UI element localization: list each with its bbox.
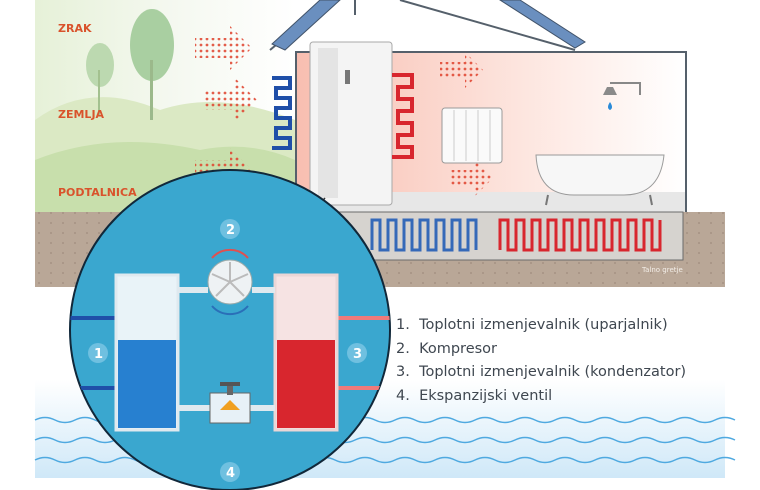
radiator-icon [441, 107, 503, 164]
legend-text: Kompresor [419, 340, 497, 357]
legend-text: Ekspanzijski ventil [419, 387, 553, 404]
arrow-room-icon [440, 52, 483, 88]
heat-pump-unit [272, 41, 414, 206]
arrow-ground-icon [205, 78, 257, 122]
cycle-number-badges: 2 1 3 4 [88, 219, 367, 482]
legend-item: 3. Toplotni izmenjevalnik (kondenzator) [396, 361, 686, 385]
floor-heating-pipe-cold [370, 218, 478, 252]
hot-coil [392, 73, 414, 159]
solar-panel-right [499, 0, 586, 49]
cold-coil [272, 76, 292, 150]
cycle-number-3: 3 [353, 347, 362, 362]
source-label-ground: ZEMLJA [58, 108, 105, 121]
floor-heating-pipe-hot [498, 218, 662, 252]
legend-text: Toplotni izmenjevalnik (kondenzator) [419, 364, 687, 380]
cycle-number-1: 1 [94, 347, 103, 362]
cycle-number-4: 4 [226, 466, 235, 481]
legend-number: 2. [396, 340, 410, 357]
bathtub-icon [535, 154, 665, 206]
cycle-number-2: 2 [226, 223, 235, 238]
arrow-air-icon [195, 26, 252, 70]
legend-item: 1. Toplotni izmenjevalnik (uparjalnik) [396, 314, 686, 338]
compressor-icon [207, 248, 253, 316]
condenser-liquid [277, 340, 335, 428]
evaporator-liquid [118, 340, 176, 428]
source-label-groundwater: PODTALNICA [58, 186, 137, 199]
legend-item: 2. Kompresor [396, 338, 686, 362]
legend-number: 1. [396, 317, 410, 333]
legend-number: 3. [396, 364, 410, 380]
source-label-air: ZRAK [58, 22, 92, 35]
legend-number: 4. [396, 387, 410, 404]
arrow-floor-icon [450, 160, 493, 196]
legend-text: Toplotni izmenjevalnik (uparjalnik) [419, 317, 668, 333]
solar-panel-left [271, 0, 341, 51]
component-legend: 1. Toplotni izmenjevalnik (uparjalnik) 2… [396, 314, 686, 408]
refrigeration-cycle [69, 169, 391, 490]
interior-floor [297, 192, 685, 212]
floor-heating-label: Talno gretje [641, 266, 683, 274]
legend-item: 4. Ekspanzijski ventil [396, 385, 686, 409]
tree-icon [86, 9, 174, 120]
expansion-valve-icon [209, 382, 251, 424]
shower-icon [603, 82, 641, 110]
